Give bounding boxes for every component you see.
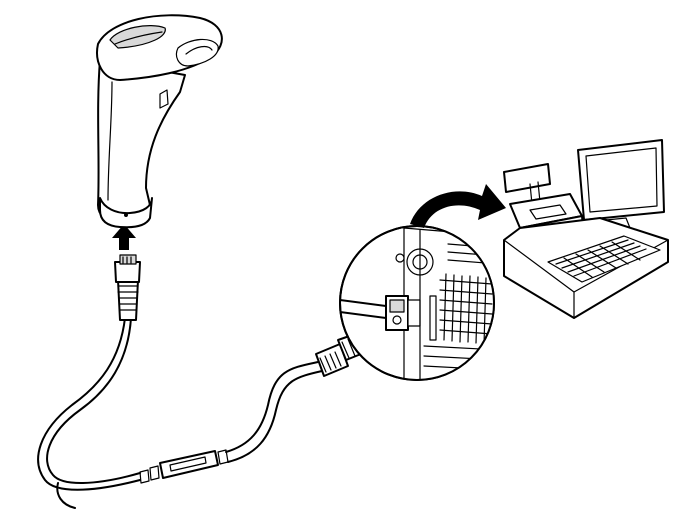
scanner-cable-connector-icon [114, 254, 141, 321]
insert-into-scanner-arrow-icon [112, 224, 136, 250]
curved-arrow-to-terminal-icon [410, 184, 506, 228]
pole-display-icon [503, 163, 551, 205]
interface-cable-icon [37, 317, 323, 509]
handheld-barcode-scanner-icon [96, 14, 223, 229]
magnified-port-inset-icon [339, 225, 495, 381]
pos-terminal-icon [503, 139, 669, 319]
vent-grid-icon [439, 273, 493, 345]
keyboard-icon [547, 235, 661, 283]
monitor-icon [577, 139, 665, 231]
inline-cable-module-icon [159, 450, 219, 479]
